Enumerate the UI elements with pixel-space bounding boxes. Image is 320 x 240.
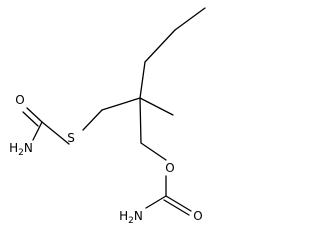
bond-ch2-s-1 [101,97,141,111]
atom-oxygen-carbonyl-2: O [193,209,202,223]
bond-c-o1-a [26,107,43,123]
atom-amine-2: H2N [119,209,143,226]
bond-propyl-2 [144,29,176,63]
bond-propyl-1 [174,7,206,31]
bond-s-c [41,121,70,145]
structure-diagram: S O H2N O O H2N [9,7,206,226]
bond-c-n2 [145,195,167,209]
bond-ch2-o-2 [140,142,167,161]
bond-c-o3-b [163,199,190,216]
bond-propyl-3 [139,61,146,99]
atom-oxygen-ester: O [165,161,174,175]
bond-ch2-s-2 [82,109,103,131]
bond-ch2-o-1 [139,97,142,144]
bond-c-n1 [32,121,43,141]
atom-amine-1: H2N [9,141,33,158]
atom-sulfur: S [67,131,75,145]
bond-c-o3-a [165,195,192,212]
bond-c-o1-b [22,111,39,127]
atom-oxygen-carbonyl-1: O [15,93,24,107]
bond-methyl [139,97,174,116]
structure-canvas: S O H2N O O H2N [9,7,206,226]
